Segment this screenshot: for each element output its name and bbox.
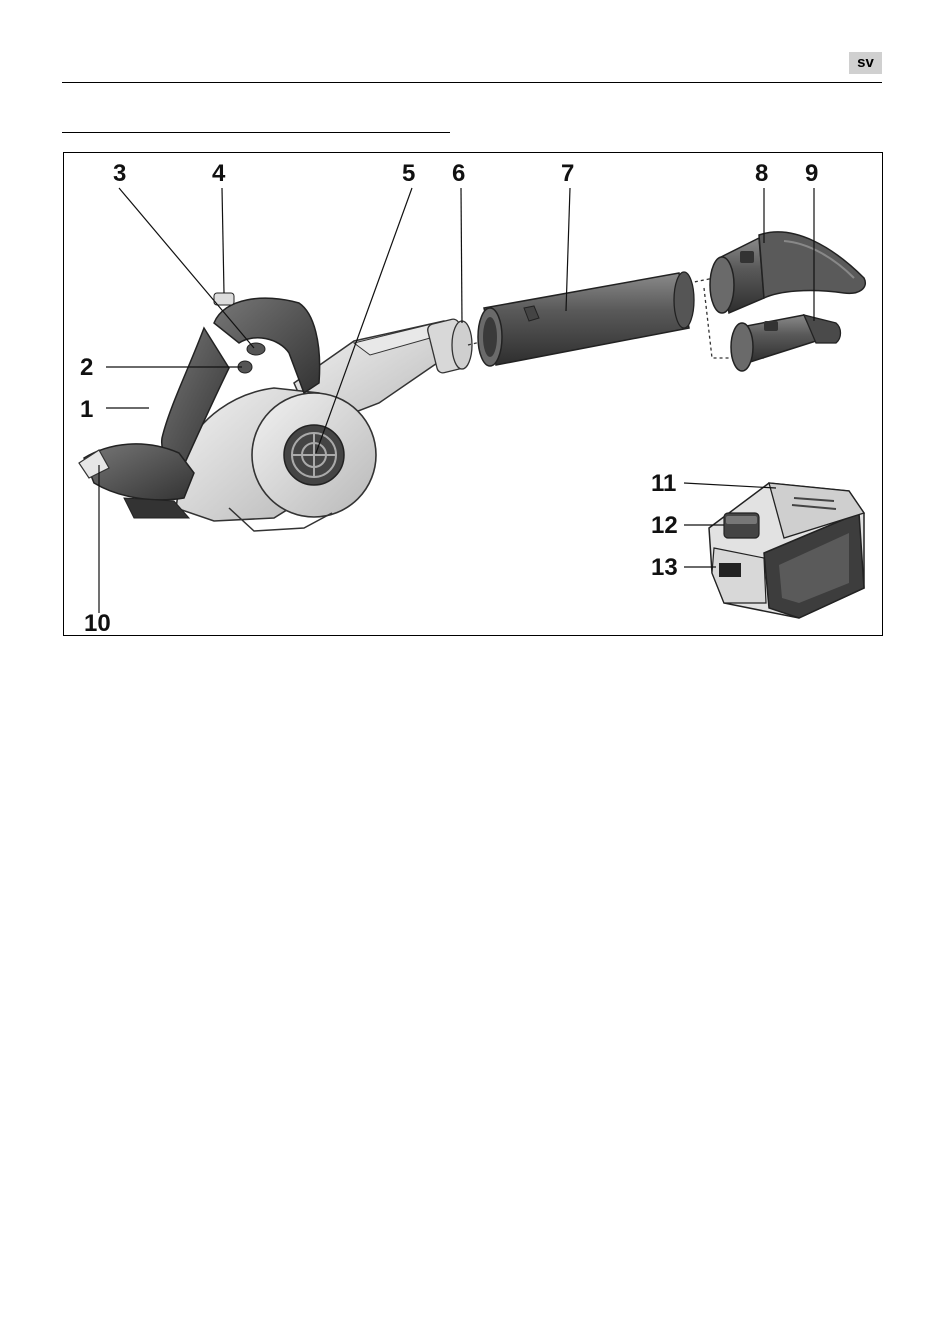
language-badge: sv <box>849 52 882 74</box>
callout-2: 2 <box>80 354 93 381</box>
callout-10: 10 <box>84 610 111 634</box>
callout-5: 5 <box>402 160 415 187</box>
section-rule <box>62 132 450 133</box>
callout-6: 6 <box>452 160 465 187</box>
callout-11: 11 <box>651 470 676 497</box>
callout-13: 13 <box>651 554 678 581</box>
flat-nozzle <box>710 232 865 313</box>
callout-7: 7 <box>561 160 574 187</box>
callout-9: 9 <box>805 160 818 187</box>
callout-1: 1 <box>80 396 93 423</box>
callout-4: 4 <box>212 160 226 187</box>
product-illustration: 1 2 3 4 5 6 7 8 9 10 11 12 13 <box>63 152 883 636</box>
blower-tube <box>478 272 694 366</box>
callout-12: 12 <box>651 512 678 539</box>
battery-pack <box>709 483 864 618</box>
callout-3: 3 <box>113 160 126 187</box>
blower-body <box>79 293 472 531</box>
round-nozzle <box>731 315 841 371</box>
header-rule <box>62 82 882 83</box>
callout-8: 8 <box>755 160 768 187</box>
blower-diagram: 1 2 3 4 5 6 7 8 9 10 11 12 13 <box>64 153 881 634</box>
